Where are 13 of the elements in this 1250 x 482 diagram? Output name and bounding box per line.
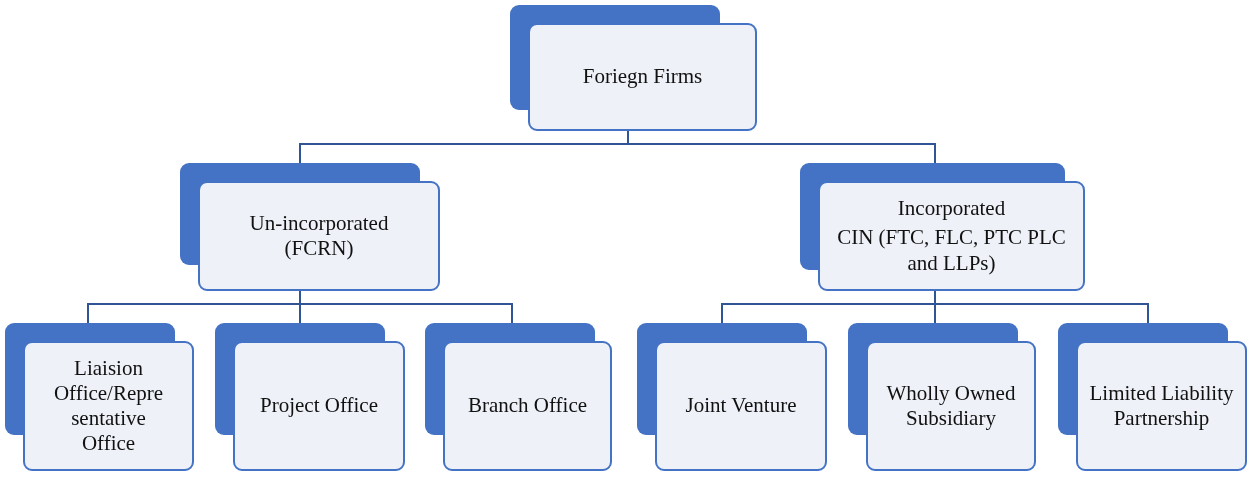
connector-line: [934, 290, 1149, 324]
box-text: Project Office: [260, 393, 378, 419]
box-text: CIN (FTC, FLC, PTC PLC and LLPs): [836, 225, 1067, 276]
box-text: Branch Office: [467, 393, 588, 419]
box-text: Foriegn Firms: [582, 64, 703, 90]
connector-line: [299, 290, 513, 324]
box-text: Un-incorporated (FCRN): [248, 210, 390, 262]
box-text: Wholly Owned Subsidiary: [885, 380, 1017, 432]
box-text: Liaision Office/Repre sentative Office: [52, 355, 165, 457]
connector-line: [627, 130, 936, 164]
box-text: Limited Liability Partnership: [1088, 380, 1235, 432]
box-text: Incorporated: [897, 196, 1006, 222]
box-text: Joint Venture: [685, 393, 797, 419]
